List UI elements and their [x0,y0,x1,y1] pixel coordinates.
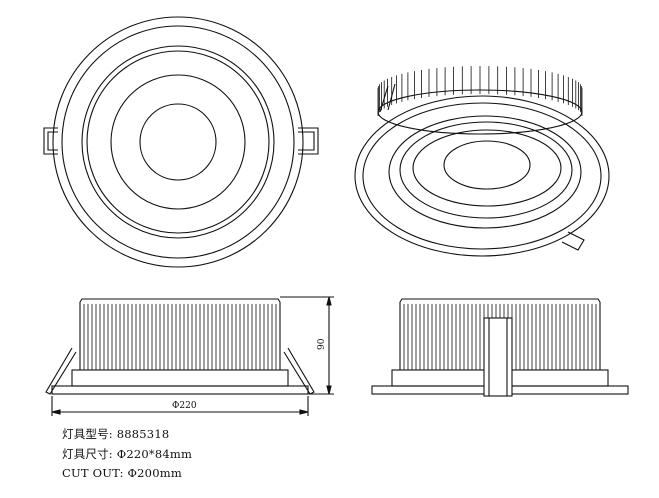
reflector-ring [110,74,246,210]
spec-model-label: 灯具型号: [62,427,113,441]
side-bezel-flange [51,385,309,395]
persp-led-lens [443,140,531,190]
spec-cutout-label: CUT OUT: [62,466,124,480]
side-right-spring [283,347,315,395]
spec-size-value: Φ220*84mm [116,447,193,461]
spec-cutout-value: Φ200mm [127,466,182,480]
side-heatsink-top [79,298,281,303]
spec-size-label: 灯具尺寸: [62,447,113,461]
outer-bezel [52,16,304,268]
spec-model: 灯具型号: 8885318 [62,426,169,442]
left-spring-clip [43,127,58,155]
side2-spring-clip [483,317,513,397]
led-lens [139,103,217,181]
diameter-label: Φ220 [172,401,197,411]
spec-size: 灯具尺寸: Φ220*84mm [62,446,192,462]
spec-model-value: 8885318 [116,427,170,441]
side-view [45,296,334,416]
spec-cutout: CUT OUT: Φ200mm [62,466,182,480]
side-left-spring [45,347,77,395]
front-view [43,16,319,268]
right-spring-clip [298,127,319,155]
perspective-view [354,66,610,257]
persp-heatsink-base [377,89,583,135]
height-label: 90 [317,338,327,350]
side-view-rotated [371,298,629,397]
persp-outer-bezel [354,95,610,257]
